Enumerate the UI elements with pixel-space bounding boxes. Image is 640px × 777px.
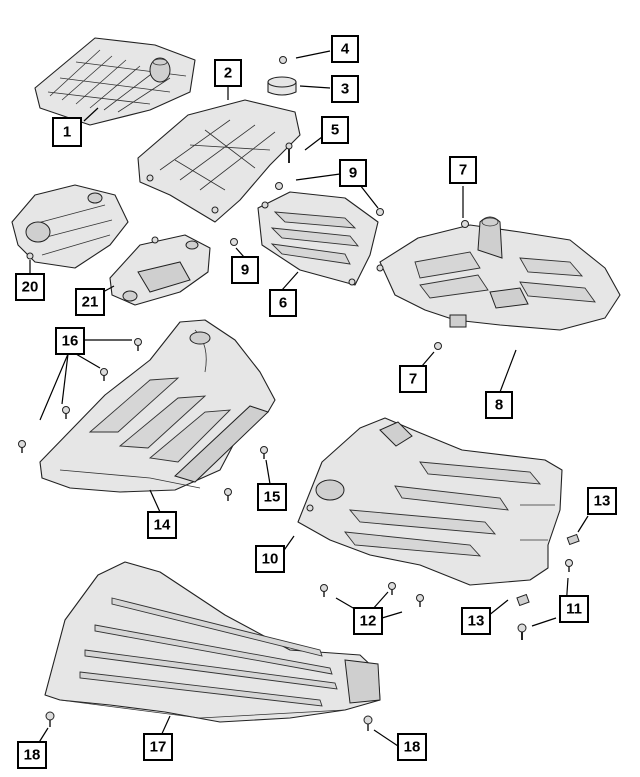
part-5-bolt bbox=[285, 142, 293, 163]
callout-7a: 7 bbox=[449, 156, 477, 184]
callout-8: 8 bbox=[485, 391, 513, 419]
callout-18b: 18 bbox=[397, 733, 427, 761]
callout-12-label: 12 bbox=[360, 613, 377, 630]
callout-20-label: 20 bbox=[22, 279, 39, 296]
callout-14-label: 14 bbox=[154, 517, 171, 534]
callout-18a-label: 18 bbox=[24, 747, 41, 764]
callout-13a-label: 13 bbox=[594, 493, 611, 510]
part-4-nut bbox=[279, 56, 287, 64]
callout-7b-label: 7 bbox=[409, 371, 417, 388]
callout-10: 10 bbox=[255, 545, 285, 573]
callout-7a-label: 7 bbox=[459, 162, 467, 179]
callout-5: 5 bbox=[321, 116, 349, 144]
part-11-fasteners bbox=[517, 559, 573, 640]
part-18-fasteners bbox=[45, 711, 373, 731]
callout-9b-label: 9 bbox=[241, 262, 249, 279]
callout-13b-label: 13 bbox=[468, 613, 485, 630]
callout-9b: 9 bbox=[231, 256, 259, 284]
callout-21: 21 bbox=[75, 288, 105, 316]
callout-15-label: 15 bbox=[264, 489, 281, 506]
callout-18b-label: 18 bbox=[404, 739, 421, 756]
callout-11-label: 11 bbox=[566, 601, 582, 618]
part-15-fasteners bbox=[224, 446, 268, 501]
callout-9a-label: 9 bbox=[349, 165, 357, 182]
callout-7b: 7 bbox=[399, 365, 427, 393]
callout-21-label: 21 bbox=[82, 294, 99, 311]
part-8-skid-plate-large bbox=[376, 216, 621, 331]
callout-18a: 18 bbox=[17, 741, 47, 769]
callout-4: 4 bbox=[331, 35, 359, 63]
part-6-skid-plate-center bbox=[257, 191, 379, 286]
callout-2: 2 bbox=[214, 59, 242, 87]
callout-15: 15 bbox=[257, 483, 287, 511]
callout-16: 16 bbox=[55, 327, 85, 355]
part-20-skid-plate bbox=[11, 184, 129, 269]
callout-17-label: 17 bbox=[150, 739, 167, 756]
callout-12: 12 bbox=[353, 607, 383, 635]
callout-13b: 13 bbox=[461, 607, 491, 635]
callout-3-label: 3 bbox=[341, 81, 349, 98]
leader-lines bbox=[29, 50, 589, 747]
callout-4-label: 4 bbox=[341, 41, 350, 58]
part-10-skid-plate bbox=[297, 417, 563, 586]
callout-10-label: 10 bbox=[262, 551, 279, 568]
callout-6: 6 bbox=[269, 289, 297, 317]
part-7-nuts bbox=[434, 220, 469, 350]
part-13-clips bbox=[516, 533, 580, 607]
part-1-skid-plate bbox=[34, 37, 196, 126]
callout-11: 11 bbox=[559, 595, 589, 623]
callout-13a: 13 bbox=[587, 487, 617, 515]
callout-16-label: 16 bbox=[62, 333, 79, 350]
part-9-nuts bbox=[230, 182, 384, 246]
callout-3: 3 bbox=[331, 75, 359, 103]
callout-9a: 9 bbox=[339, 159, 367, 187]
part-3-isolator bbox=[267, 76, 297, 96]
callout-20: 20 bbox=[15, 273, 45, 301]
callout-1-label: 1 bbox=[63, 124, 71, 141]
part-14-skid-plate bbox=[39, 319, 276, 493]
part-16-fasteners bbox=[18, 338, 142, 453]
callout-2-label: 2 bbox=[224, 65, 232, 82]
callout-8-label: 8 bbox=[495, 397, 503, 414]
part-17-skid-plate bbox=[44, 561, 381, 723]
callout-14: 14 bbox=[147, 511, 177, 539]
callout-6-label: 6 bbox=[279, 295, 287, 312]
callout-5-label: 5 bbox=[331, 122, 339, 139]
part-21-skid-plate bbox=[109, 234, 211, 306]
callout-17: 17 bbox=[143, 733, 173, 761]
part-2-bracket bbox=[137, 99, 301, 223]
part-12-fasteners bbox=[320, 582, 424, 607]
callout-1: 1 bbox=[52, 117, 82, 147]
